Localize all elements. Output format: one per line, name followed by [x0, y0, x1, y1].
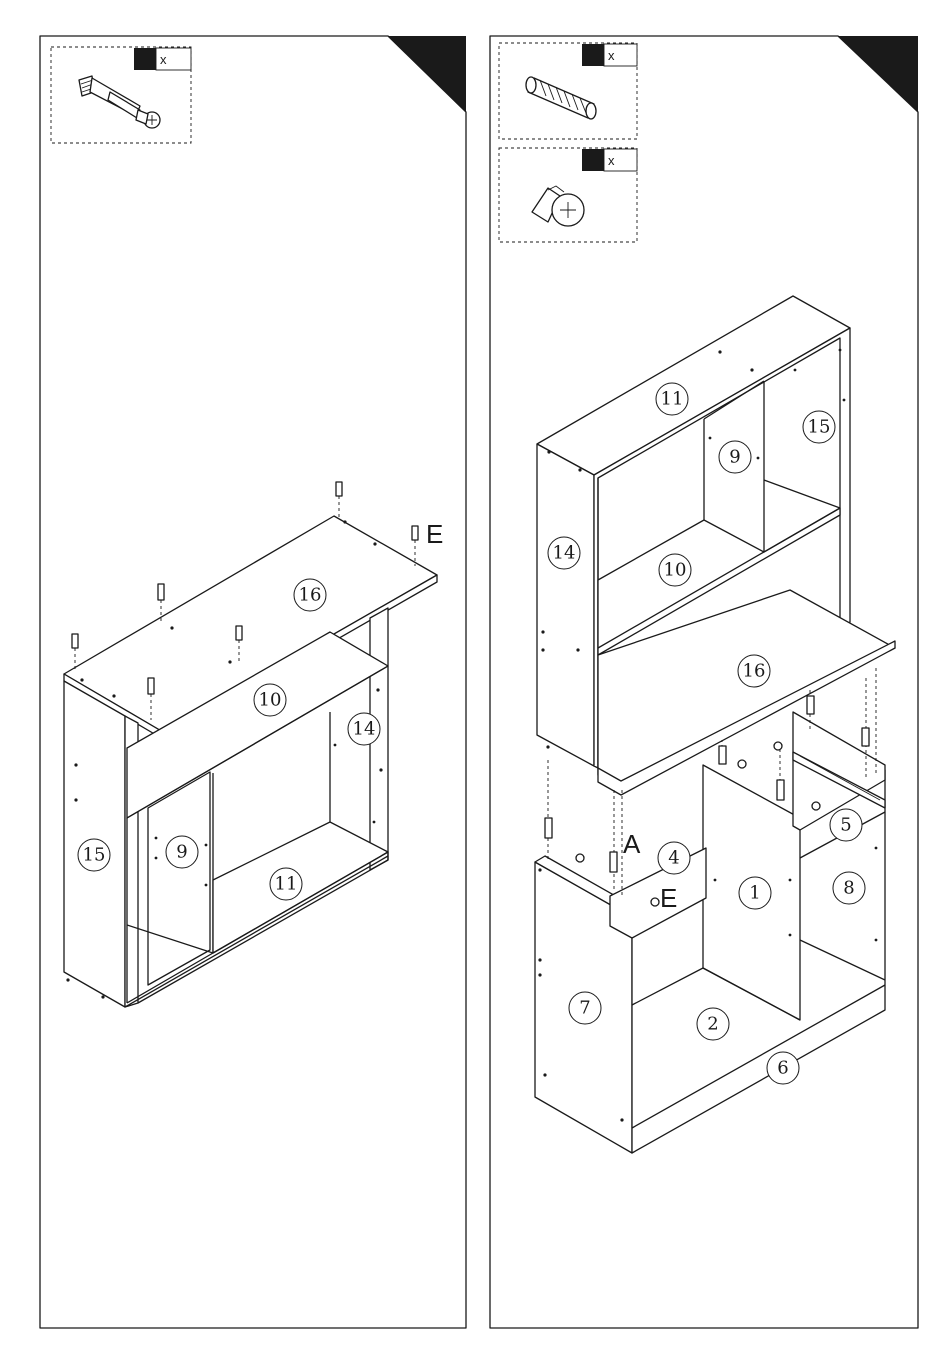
right-part-label-1: 1 — [739, 877, 771, 909]
left-part-label-14: 14 — [348, 713, 380, 745]
right-part-label-6: 6 — [767, 1052, 799, 1084]
right-letter-e: E — [660, 883, 677, 913]
svg-text:16: 16 — [299, 585, 322, 606]
right-part-label-11: 11 — [656, 383, 688, 415]
svg-text:4: 4 — [668, 848, 679, 869]
hardware-qty-label-dowel: x — [608, 48, 615, 63]
wooden-dowel-icon — [526, 77, 596, 119]
svg-text:11: 11 — [275, 874, 298, 895]
svg-text:15: 15 — [83, 845, 106, 866]
cam-lock-icon — [532, 186, 584, 226]
right-part-label-16: 16 — [738, 655, 770, 687]
divider-9 — [148, 772, 210, 985]
right-part-label-9: 9 — [719, 441, 751, 473]
right-part-label-10: 10 — [659, 554, 691, 586]
svg-text:10: 10 — [664, 560, 687, 581]
svg-text:9: 9 — [176, 842, 187, 863]
left-part-label-10: 10 — [254, 684, 286, 716]
left-part-label-15: 15 — [78, 839, 110, 871]
hardware-box-dowel: x — [499, 43, 637, 139]
svg-text:6: 6 — [777, 1058, 788, 1079]
svg-text:14: 14 — [553, 543, 576, 564]
left-cabinet-diagram — [64, 482, 437, 1007]
svg-text:9: 9 — [729, 447, 740, 468]
svg-text:8: 8 — [843, 878, 854, 899]
right-part-label-4: 4 — [658, 842, 690, 874]
left-part-label-16: 16 — [294, 579, 326, 611]
right-part-label-8: 8 — [833, 872, 865, 904]
cam-bolt-icon — [79, 76, 160, 128]
svg-text:10: 10 — [259, 690, 282, 711]
right-panel-corner-tab — [838, 36, 918, 112]
right-part-label-7: 7 — [569, 992, 601, 1024]
svg-text:1: 1 — [749, 883, 760, 904]
right-part-label-15: 15 — [803, 411, 835, 443]
right-panel: x x — [490, 36, 918, 1328]
right-part-label-14: 14 — [548, 537, 580, 569]
svg-text:15: 15 — [808, 417, 831, 438]
right-part-label-5: 5 — [830, 809, 862, 841]
hardware-box-cam-lock: x — [499, 148, 637, 242]
left-part-label-9: 9 — [166, 836, 198, 868]
hutch-side-14 — [537, 444, 594, 766]
svg-text:2: 2 — [707, 1014, 718, 1035]
hardware-qty-label-cam: x — [608, 153, 615, 168]
right-part-label-2: 2 — [697, 1008, 729, 1040]
left-part-label-11: 11 — [270, 868, 302, 900]
left-letter-e: E — [426, 519, 443, 549]
hutch-top-11 — [537, 296, 850, 475]
svg-text:14: 14 — [353, 719, 376, 740]
svg-text:5: 5 — [840, 815, 851, 836]
hardware-qty-label: x — [160, 52, 167, 67]
svg-text:7: 7 — [579, 998, 590, 1019]
svg-text:11: 11 — [661, 389, 684, 410]
svg-text:16: 16 — [743, 661, 766, 682]
left-panel: x — [40, 36, 466, 1328]
hardware-box-cam-bolt: x — [51, 47, 191, 143]
base-cabinet — [535, 712, 885, 1153]
right-letter-a: A — [623, 829, 641, 859]
